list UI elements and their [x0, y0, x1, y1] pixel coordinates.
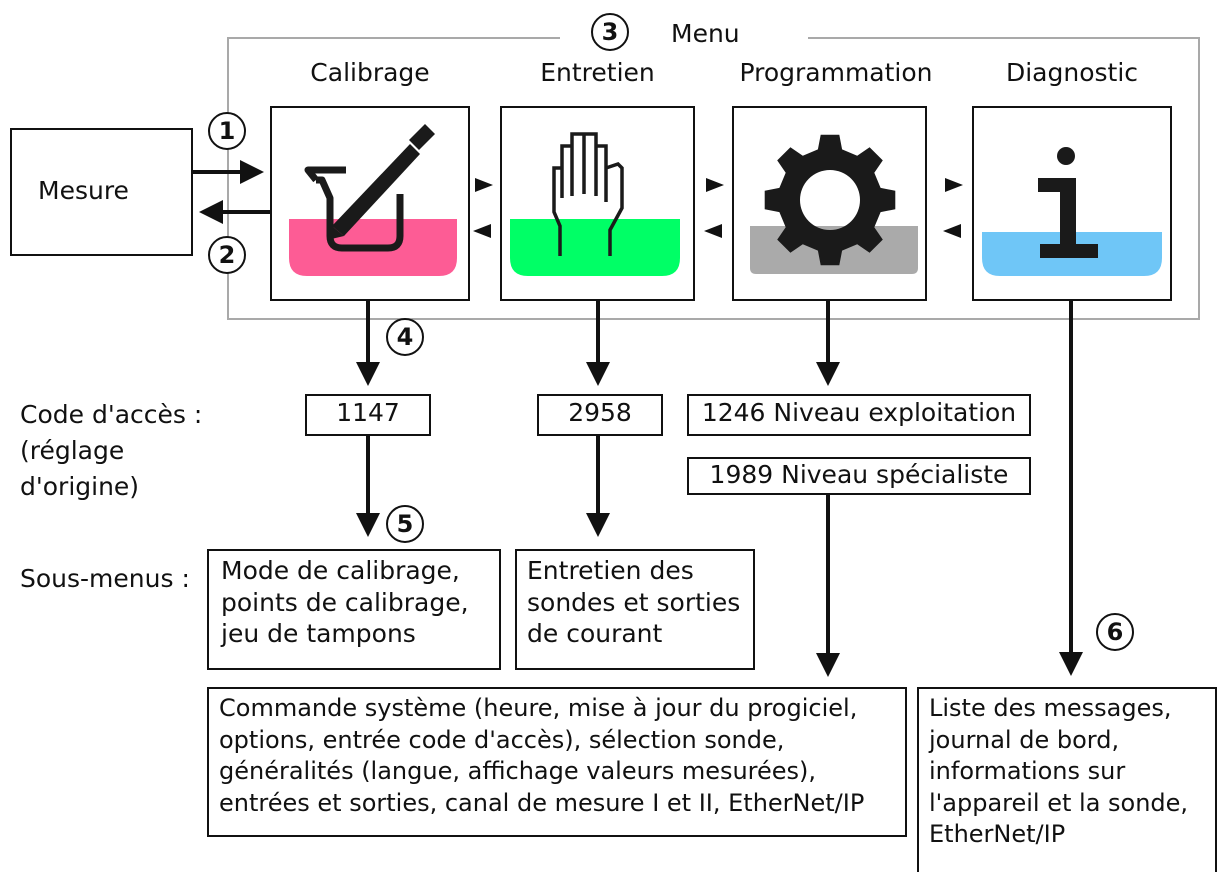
submenu-calibration: Mode de calibrage, points de calibrage, …: [207, 549, 501, 670]
submenu-calibration-line: Mode de calibrage,: [221, 556, 460, 585]
gear-icon: [750, 134, 918, 274]
submenu-diagnostic-line: l'appareil et la sonde,: [929, 788, 1189, 817]
access-code-programming-operator: 1246 Niveau exploitation: [687, 394, 1031, 436]
submenu-diagnostic-line: journal de bord,: [929, 725, 1120, 754]
submenu-diagnostic: Liste des messages, journal de bord, inf…: [917, 687, 1217, 872]
access-code-label-line3: d'origine): [20, 472, 140, 501]
submenu-maintenance-line: Entretien des: [527, 556, 694, 585]
hand-icon: [510, 132, 680, 276]
step-1-badge: 1: [208, 112, 246, 150]
submenu-maintenance-line: de courant: [527, 619, 663, 648]
access-code-maintenance: 2958: [537, 394, 663, 436]
menu-item-maintenance[interactable]: [500, 106, 695, 301]
step-4-badge: 4: [386, 318, 424, 356]
submenu-programming-line: options, entrée code d'accès), sélection…: [219, 725, 785, 754]
submenu-maintenance-line: sondes et sorties: [527, 587, 741, 617]
beaker-pen-icon: [289, 124, 457, 276]
submenu-diagnostic-line: EtherNet/IP: [929, 820, 1066, 848]
submenu-calibration-line: points de calibrage,: [221, 587, 469, 617]
step-5-badge: 5: [386, 505, 424, 543]
submenu-maintenance: Entretien des sondes et sorties de coura…: [515, 549, 755, 670]
column-title-maintenance: Entretien: [540, 58, 655, 87]
step-6-badge: 6: [1096, 613, 1134, 651]
submenus-label: Sous-menus :: [20, 564, 190, 593]
access-code-label-line1: Code d'accès :: [20, 400, 203, 429]
gear-shape: [764, 134, 896, 266]
column-title-programming: Programmation: [739, 58, 933, 87]
column-title-diagnostic: Diagnostic: [1005, 58, 1139, 87]
measure-label: Mesure: [38, 176, 129, 205]
submenu-programming-line: Commande système (heure, mise à jour du …: [219, 694, 858, 722]
submenu-programming-line: généralités (langue, affichage valeurs m…: [219, 757, 817, 785]
column-title-calibration: Calibrage: [310, 58, 430, 87]
submenu-calibration-line: jeu de tampons: [221, 619, 416, 648]
access-code-label-line2: (réglage: [20, 436, 125, 465]
menu-item-calibration[interactable]: [270, 106, 470, 301]
measure-box[interactable]: Mesure: [10, 128, 193, 256]
access-code-calibration: 1147: [305, 394, 431, 436]
submenu-programming-line: entrées et sorties, canal de mesure I et…: [219, 788, 865, 817]
submenu-diagnostic-line: informations sur: [929, 757, 1126, 785]
submenu-diagnostic-line: Liste des messages,: [929, 694, 1172, 722]
submenu-programming: Commande système (heure, mise à jour du …: [207, 687, 907, 837]
gear-body: [764, 134, 896, 266]
menu-title: Menu: [671, 19, 740, 48]
menu-item-programming[interactable]: [732, 106, 927, 301]
info-icon: [982, 147, 1162, 276]
menu-item-diagnostic[interactable]: [972, 106, 1172, 301]
step-2-badge: 2: [208, 236, 246, 274]
access-code-programming-specialist: 1989 Niveau spécialiste: [687, 457, 1031, 495]
maintenance-liquid: [510, 219, 680, 276]
step-3-badge: 3: [591, 13, 629, 51]
